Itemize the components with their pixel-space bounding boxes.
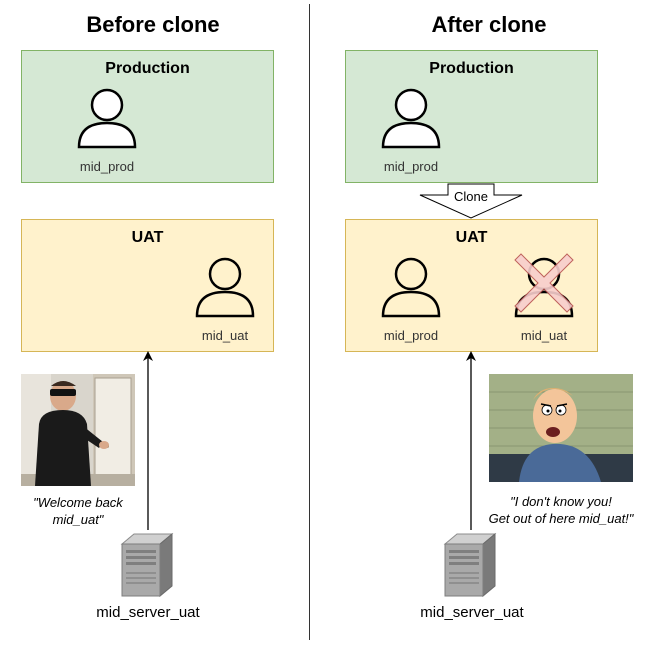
- right-uat-user-b-label: mid_uat: [520, 328, 568, 343]
- welcome-photo: [21, 374, 135, 486]
- left-quote: "Welcome back mid_uat": [14, 494, 142, 528]
- right-server-label: mid_server_uat: [420, 604, 524, 621]
- right-prod-user-label: mid_prod: [383, 159, 439, 174]
- right-uat-title: UAT: [455, 229, 488, 246]
- clone-label: Clone: [454, 189, 488, 204]
- right-uat-user-mid-prod[interactable]: mid_prod: [371, 256, 451, 346]
- right-quote-line1: "I don't know you!: [510, 494, 612, 509]
- left-uat-user[interactable]: mid_uat: [185, 256, 265, 346]
- after-clone-heading: After clone: [431, 12, 547, 37]
- left-quote-line2: mid_uat": [52, 512, 104, 527]
- before-clone-heading: Before clone: [86, 12, 220, 37]
- user-icon: [381, 88, 441, 149]
- right-production-box[interactable]: Production mid_prod: [345, 50, 598, 183]
- left-server[interactable]: [120, 532, 174, 603]
- reject-photo: [489, 374, 633, 482]
- left-production-title: Production: [105, 60, 190, 77]
- left-uat-user-label: mid_uat: [201, 328, 249, 343]
- down-arrow-icon: [419, 183, 523, 219]
- left-production-box[interactable]: Production mid_prod: [21, 50, 274, 183]
- right-uat-user-mid-uat-removed[interactable]: mid_uat: [504, 253, 584, 346]
- left-uat-title: UAT: [131, 229, 164, 246]
- server-icon: [443, 532, 497, 598]
- right-production-title: Production: [429, 60, 514, 77]
- user-icon: [77, 88, 137, 149]
- left-quote-line1: "Welcome back: [33, 495, 123, 510]
- clone-arrow: Clone: [418, 183, 524, 219]
- right-quote: "I don't know you! Get out of here mid_u…: [468, 493, 654, 527]
- right-prod-user[interactable]: mid_prod: [371, 87, 451, 177]
- right-server[interactable]: [443, 532, 497, 603]
- left-prod-user-label: mid_prod: [79, 159, 135, 174]
- right-uat-box[interactable]: UAT mid_prod mid_uat: [345, 219, 598, 352]
- server-icon: [120, 532, 174, 598]
- left-uat-box[interactable]: UAT mid_uat: [21, 219, 274, 352]
- cross-icon: [514, 253, 574, 313]
- user-icon: [381, 257, 441, 318]
- user-icon: [195, 257, 255, 318]
- right-connection-arrow: [466, 351, 476, 530]
- left-server-label: mid_server_uat: [96, 604, 200, 621]
- left-prod-user[interactable]: mid_prod: [67, 87, 147, 177]
- column-divider: [309, 4, 310, 640]
- left-connection-arrow: [143, 351, 153, 530]
- right-uat-user-a-label: mid_prod: [383, 328, 439, 343]
- right-quote-line2: Get out of here mid_uat!": [488, 511, 634, 526]
